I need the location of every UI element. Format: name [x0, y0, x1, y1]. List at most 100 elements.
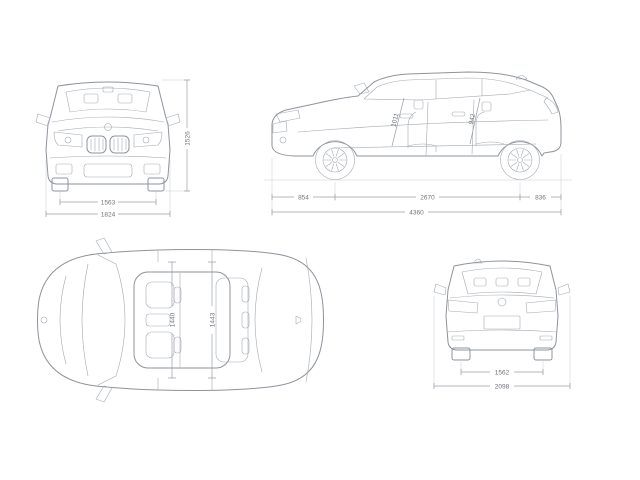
- rear-width-dim-line: [433, 383, 571, 389]
- rear-mirror-right: [557, 283, 571, 296]
- side-front-headrest: [413, 99, 424, 110]
- headlight-right: [133, 131, 163, 148]
- overall-length-dim-line: [271, 209, 562, 215]
- kidney-grille-right: [109, 135, 130, 154]
- bmw-roundel-top: [40, 316, 48, 324]
- top-rear-window: [254, 267, 263, 373]
- rear-headrest-left: [241, 285, 250, 303]
- rear-reflector-right: [539, 335, 553, 341]
- front-track-dim-line: [59, 199, 157, 205]
- front-overhang-dim-line: [271, 194, 336, 200]
- rear-wheel-side: [500, 140, 540, 180]
- top-windshield: [97, 254, 126, 386]
- top-body-outline: [37, 249, 324, 391]
- wheelbase-label: 2670: [420, 195, 435, 202]
- headroom-front-label: 1011: [390, 112, 400, 128]
- headlight-ring-right: [142, 136, 150, 144]
- center-console: [145, 313, 171, 327]
- driver-headrest: [173, 286, 182, 304]
- front-side-intake-right: [143, 163, 161, 175]
- driver-seat: [145, 281, 175, 309]
- passenger-headrest: [173, 336, 182, 354]
- bmw-roundel-rear: [497, 297, 507, 307]
- front-height-dim-line: [184, 79, 190, 192]
- side-rear-seat: [475, 111, 505, 147]
- rear-antenna-fin: [473, 258, 483, 264]
- side-view-dimensions: 854 2670 836 4360 1011 942: [271, 97, 562, 217]
- side-taillight: [543, 97, 559, 115]
- license-plate: [483, 315, 521, 330]
- front-wheel-side: [315, 140, 355, 180]
- side-mirror: [353, 82, 370, 95]
- rear-track-dim-line: [460, 369, 544, 375]
- rear-extension-lines: [433, 296, 571, 389]
- headlight-left: [53, 131, 83, 148]
- side-view: [264, 71, 572, 181]
- rear-view-dimensions: 1562 2098: [433, 296, 571, 391]
- top-view: [37, 237, 324, 403]
- rear-window-headrest-right: [517, 277, 531, 287]
- bmw-roundel-front: [104, 123, 112, 131]
- rear-mirror-left: [433, 283, 447, 296]
- rear-width-label: 2098: [495, 384, 510, 391]
- front-overhang-label: 854: [298, 195, 309, 202]
- front-headrest-right: [117, 93, 133, 104]
- interior-width-front-dim-line: [168, 261, 176, 379]
- rear-headrest-right: [241, 337, 250, 355]
- front-width-dim-line: [45, 211, 171, 217]
- top-mirror-left: [95, 237, 113, 255]
- front-hood-crease: [51, 116, 165, 132]
- front-body-outline: [45, 81, 171, 185]
- rear-view: [433, 258, 571, 361]
- rear-window-headrest-center: [495, 277, 509, 287]
- side-character-line: [297, 119, 549, 149]
- side-grille: [272, 120, 288, 134]
- door-handle-rear: [451, 111, 466, 117]
- rear-body-outline: [445, 260, 559, 351]
- front-view: [35, 81, 181, 192]
- front-mirror-right: [165, 113, 181, 127]
- front-side-intake-left: [55, 163, 73, 175]
- antenna-fin: [515, 75, 528, 80]
- front-headrest-left: [83, 93, 99, 104]
- front-extension-lines: [45, 79, 190, 217]
- interior-width-rear-label: 1443: [209, 312, 216, 327]
- front-bumper-line: [49, 155, 167, 159]
- top-door-seams: [157, 249, 213, 391]
- side-extension-lines: [271, 154, 562, 216]
- front-lower-intake: [83, 163, 133, 178]
- side-body-outline: [271, 71, 562, 157]
- taillight-right: [525, 299, 557, 314]
- front-view-dimensions: 1563 1824 1526: [45, 79, 192, 219]
- rear-headrest-center: [241, 311, 250, 329]
- rear-overhang-label: 836: [535, 195, 546, 202]
- top-view-dimensions: 1440 1443: [168, 261, 216, 379]
- rear-reflector-left: [451, 335, 465, 341]
- panoramic-roof: [133, 271, 231, 369]
- interior-width-front-label: 1440: [169, 312, 176, 327]
- headroom-rear-dim-line: [469, 97, 481, 145]
- rear-window-headrest-left: [473, 277, 487, 287]
- rear-overhang-dim-line: [519, 194, 562, 200]
- side-front-seat: [407, 111, 437, 153]
- top-mirror-right: [95, 385, 113, 403]
- taillight-left: [447, 299, 479, 314]
- front-track-label: 1563: [101, 200, 116, 207]
- door-handle-front: [399, 113, 414, 119]
- side-foglight: [279, 136, 287, 144]
- top-hood-lines: [59, 263, 89, 377]
- headroom-front-dim-line: [391, 97, 405, 147]
- headroom-rear-label: 942: [468, 113, 477, 126]
- front-mirror-left: [35, 113, 51, 127]
- side-glasshouse: [363, 77, 549, 101]
- front-height-label: 1526: [185, 131, 192, 146]
- rear-bumper-line: [446, 294, 558, 333]
- passenger-seat: [145, 331, 175, 359]
- side-headlight: [275, 109, 301, 123]
- front-windshield: [65, 87, 151, 113]
- rearview-mirror: [102, 86, 114, 93]
- headlight-ring-left: [64, 136, 72, 144]
- top-tailgate-line: [305, 257, 313, 383]
